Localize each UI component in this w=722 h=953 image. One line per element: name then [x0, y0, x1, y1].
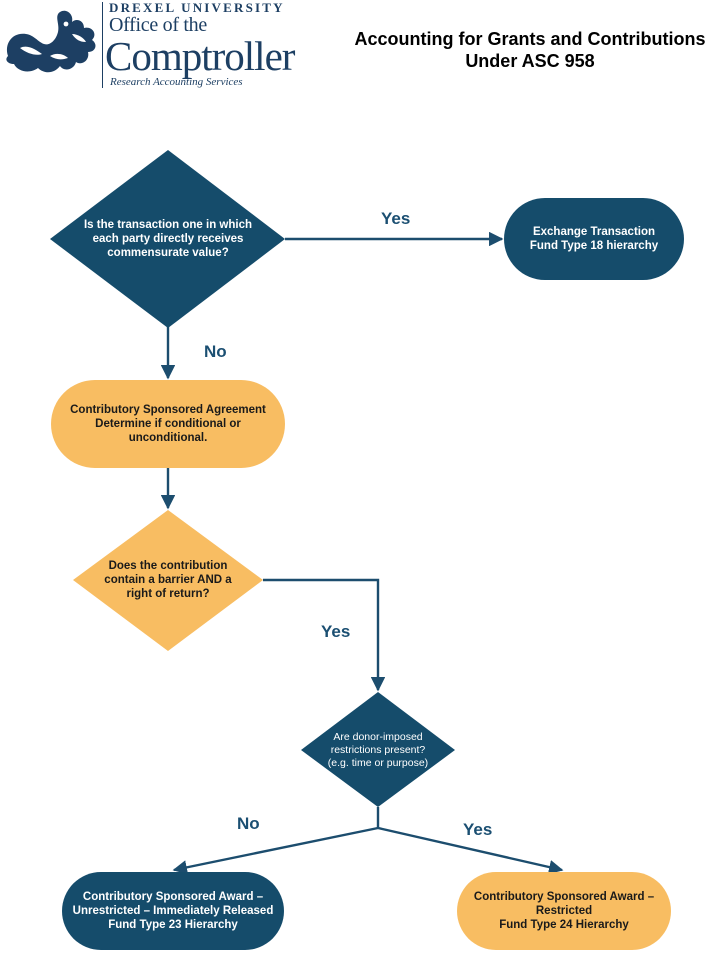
label-q3-yes: Yes [463, 820, 493, 839]
page-title: Accounting for Grants and Contributions … [340, 28, 720, 72]
decision-q2 [73, 510, 263, 651]
department-subtitle: Research Accounting Services [110, 76, 243, 88]
restricted-text: Contributory Sponsored Award – Restricte… [473, 891, 655, 931]
restricted-award-node [457, 872, 671, 950]
edge-q3-yes [377, 826, 564, 875]
q1-text: Is the transaction one in which each par… [83, 219, 253, 259]
unrestricted-text: Contributory Sponsored Award – Unrestric… [72, 891, 274, 931]
logo-divider [102, 2, 103, 88]
dragon-logo-icon [6, 10, 96, 73]
decision-q1 [50, 150, 285, 328]
edge-q3-no [172, 826, 379, 875]
edge-q2-yes [263, 578, 386, 692]
q3-text: Are donor-imposed restrictions present? … [327, 730, 429, 769]
unrestricted-award-node [62, 872, 284, 950]
label-q1-no: No [204, 342, 227, 361]
comptroller-wordmark: Comptroller [105, 33, 295, 79]
label-q2-yes: Yes [321, 622, 351, 641]
office-line: Office of the [109, 14, 207, 36]
label-q1-yes: Yes [381, 209, 411, 228]
q2-text: Does the contribution contain a barrier … [104, 560, 232, 600]
university-name: DREXEL UNIVERSITY [109, 0, 285, 15]
title-line-1: Accounting for Grants and Contributions [354, 29, 706, 49]
decision-q3 [301, 692, 455, 807]
exchange-text: Exchange Transaction Fund Type 18 hierar… [529, 226, 659, 252]
title-line-2: Under ASC 958 [465, 51, 595, 71]
contrib-text: Contributory Sponsored Agreement Determi… [70, 404, 266, 444]
label-q3-no: No [237, 814, 260, 833]
exchange-transaction-node [504, 198, 684, 280]
comptroller-logo: DREXEL UNIVERSITY Office of the Comptrol… [0, 0, 300, 96]
contributory-agreement-node [51, 380, 285, 468]
